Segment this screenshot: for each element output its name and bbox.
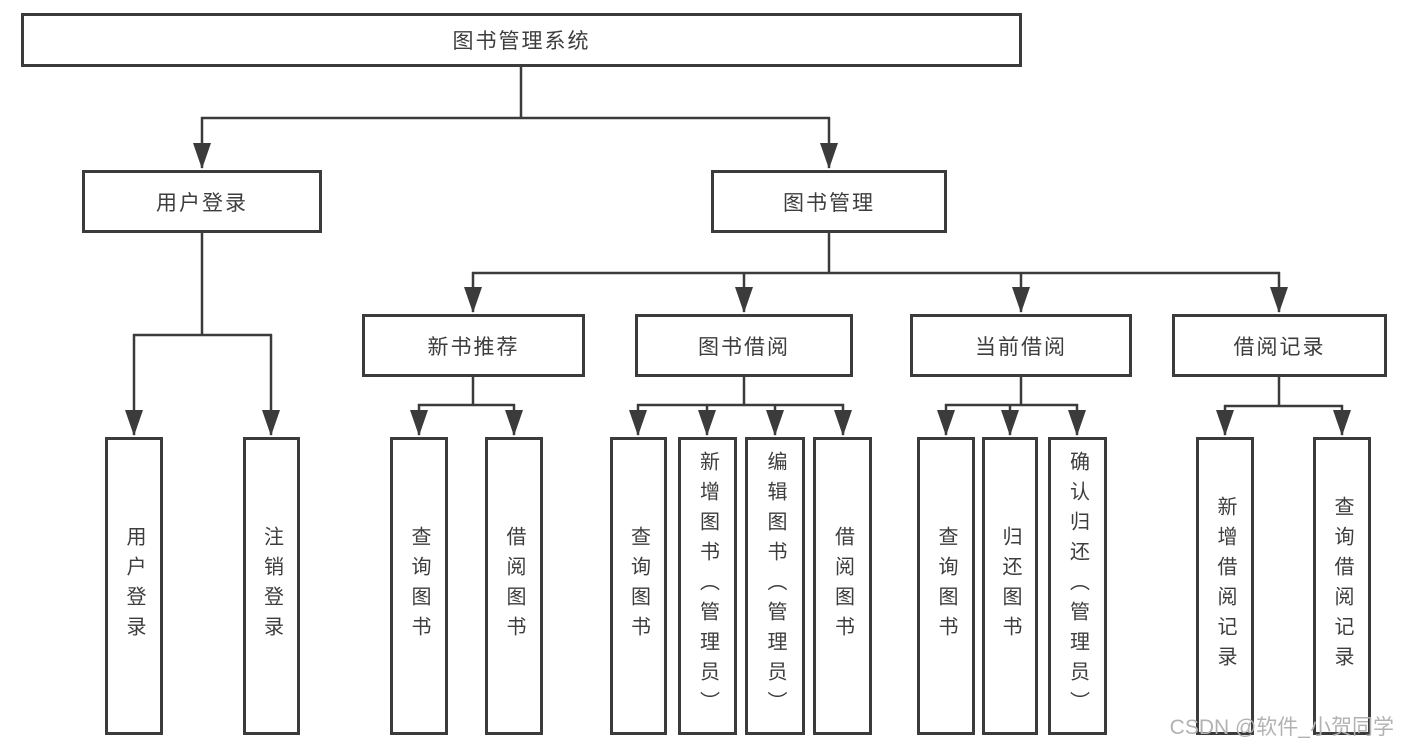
node-label: 图书管理 (783, 191, 875, 215)
node-label: 归还图书 (999, 526, 1021, 646)
node-label: 确认归还（管理员） (1066, 451, 1089, 721)
node-label: 图书借阅 (698, 335, 790, 359)
node-label: 当前借阅 (975, 335, 1067, 359)
node-borrow-records: 借阅记录 (1172, 314, 1387, 377)
node-root: 图书管理系统 (21, 13, 1022, 67)
node-label: 查询借阅记录 (1331, 496, 1353, 676)
node-label: 借阅记录 (1233, 335, 1326, 359)
leaf-borrow-books-1: 借阅图书 (485, 437, 543, 735)
node-label: 查询图书 (627, 526, 650, 646)
leaf-add-borrow-record: 新增借阅记录 (1196, 437, 1254, 735)
node-label: 用户登录 (123, 526, 145, 646)
node-label: 图书管理系统 (452, 30, 591, 53)
leaf-query-borrow-record: 查询借阅记录 (1313, 437, 1371, 735)
leaf-borrow-books-2: 借阅图书 (813, 437, 872, 735)
node-user-login: 用户登录 (82, 170, 322, 233)
leaf-query-books-3: 查询图书 (917, 437, 975, 735)
node-label: 查询图书 (935, 526, 957, 646)
node-label: 新书推荐 (427, 335, 520, 359)
node-label: 注销登录 (260, 526, 283, 646)
connectors (125, 67, 1351, 436)
leaf-query-books-2: 查询图书 (610, 437, 667, 735)
leaf-add-book-admin: 新增图书（管理员） (678, 437, 737, 735)
leaf-query-books-1: 查询图书 (390, 437, 448, 735)
node-book-borrow: 图书借阅 (635, 314, 853, 377)
node-label: 用户登录 (156, 191, 248, 215)
node-label: 新增图书（管理员） (696, 451, 719, 721)
node-label: 查询图书 (408, 526, 430, 646)
leaf-confirm-return-admin: 确认归还（管理员） (1048, 437, 1107, 735)
node-label: 编辑图书（管理员） (764, 451, 786, 721)
node-label: 新增借阅记录 (1214, 496, 1236, 676)
leaf-user-login: 用户登录 (105, 437, 163, 735)
leaf-return-book: 归还图书 (982, 437, 1038, 735)
node-label: 借阅图书 (503, 526, 525, 646)
leaf-edit-book-admin: 编辑图书（管理员） (745, 437, 805, 735)
node-label: 借阅图书 (831, 526, 854, 646)
node-new-book-recommend: 新书推荐 (362, 314, 585, 377)
node-book-management: 图书管理 (711, 170, 947, 233)
node-current-borrow: 当前借阅 (910, 314, 1132, 377)
leaf-logout: 注销登录 (243, 437, 300, 735)
